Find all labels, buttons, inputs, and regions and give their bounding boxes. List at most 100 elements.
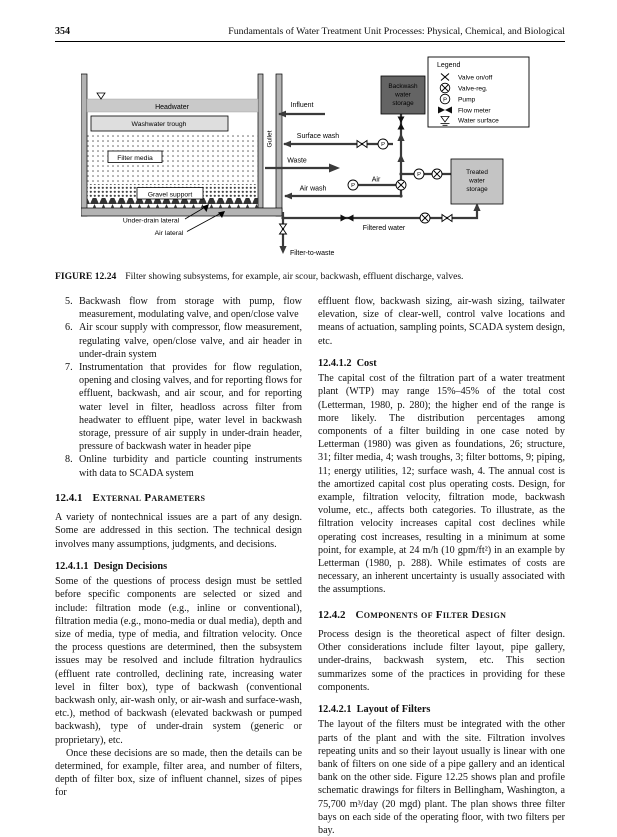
subsection-heading-12-4-2-1: 12.4.2.1 Layout of Filters [318,703,431,715]
label-filter-to-waste: Filter-to-waste [290,250,334,257]
legend-title: Legend [437,62,460,69]
label-washwater-trough: Washwater trough [132,121,187,128]
water-surface-icon [96,92,106,100]
svg-text:P: P [381,142,385,148]
backwash-storage-line-2: water [394,92,411,99]
label-surface-wash: Surface wash [297,133,340,140]
label-influent: Influent [291,102,314,109]
paragraph: The layout of the filters must be integr… [318,719,565,836]
label-gullet: Gullet [267,130,274,147]
page-number: 354 [55,26,70,37]
label-filter-media: Filter media [117,155,153,162]
list-item-number: 7. [65,362,73,374]
treated-storage-line-2: water [468,178,485,185]
flow-meter-effluent [340,214,354,222]
paragraph: A variety of nontechnical issues are a p… [55,512,302,550]
backwash-storage-line-1: Backwash [388,83,418,90]
flow-arrows [278,110,481,254]
label-under-drain-lateral: Under-drain lateral [123,218,180,225]
section-number: 12.4.1 [55,491,83,504]
section-title: External Parameters [92,491,206,504]
list-item-text: Air scour supply with compressor, flow m… [79,322,302,360]
flow-meter-icon [438,106,452,114]
pipe-labels: Influent Surface wash Waste Air wash Air… [287,102,406,257]
legend-label-valve-reg: Valve-reg. [458,86,488,93]
right-column: effluent flow, backwash sizing, air-wash… [318,295,565,837]
svg-text:P: P [443,97,447,103]
list-item-number: 5. [65,296,73,307]
valve-reg-air [395,179,407,191]
paragraph: Once these decisions are so made, then t… [55,747,302,799]
pump-air-compressor: P [347,179,359,191]
treated-water-storage: Treated water storage [450,158,504,205]
label-filtered-water: Filtered water [363,225,406,232]
subsection-heading-12-4-1-1: 12.4.1.1 Design Decisions [55,560,168,572]
paragraph: effluent flow, backwash sizing, air-wash… [318,296,565,347]
filter-tank-interior: Headwater Washwater trough Filter media … [86,92,274,208]
valve-reg-backwash-supply [431,168,443,180]
label-headwater: Headwater [155,104,190,111]
svg-text:P: P [417,172,421,178]
list-item-text: Backwash flow from storage with pump, fl… [79,296,302,321]
treated-storage-line-3: storage [466,186,488,193]
influent-arrow [278,110,286,118]
section-heading-12-4-1: 12.4.1 External Parameters [55,491,302,505]
legend-label-valve-onoff: Valve on/off [458,75,492,82]
legend: Legend Valve on/off Valve-reg. P Pump [427,56,530,128]
backwash-storage-line-3: storage [392,100,414,107]
figure-caption-text: Filter showing subsystems, for example, … [125,271,464,282]
section-number: 12.4.2 [318,608,346,621]
section-heading-12-4-2: 12.4.2 Components of Filter Design [318,608,565,622]
label-air-wash: Air wash [300,186,327,193]
paragraph: Process design is the theoretical aspect… [318,628,565,693]
legend-label-pump: Pump [458,97,476,104]
list-item: 6. Air scour supply with compressor, flo… [65,321,302,361]
water-surface-legend-icon [440,116,450,126]
legend-label-flow-meter: Flow meter [458,108,491,115]
figure-caption-label: FIGURE 12.24 [55,271,117,282]
label-air-lateral: Air lateral [155,230,184,237]
valve-reg-effluent [419,212,431,224]
label-gravel-support: Gravel support [148,191,193,198]
flow-meter-backwash [397,116,405,130]
list-item-text: Instrumentation that provides for flow r… [79,362,302,453]
paragraph: The capital cost of the filtration part … [318,373,565,596]
list-item-number: 8. [65,454,73,466]
pipe-junctions [281,172,403,220]
list-item-text: Online turbidity and particle counting i… [79,454,302,479]
figure-12-24: Headwater Washwater trough Filter media … [55,54,565,282]
backwash-water-storage: Backwash water storage [380,75,426,115]
valve-onoff-surface-wash [356,139,368,149]
subsection-heading-12-4-1-2: 12.4.1.2 Cost [318,357,377,369]
running-head: 354 Fundamentals of Water Treatment Unit… [55,26,565,42]
valve-onoff-filter-to-waste [278,223,288,235]
effluent-up-arrow [473,203,481,211]
pump-backwash-supply: P [413,168,425,180]
filter-to-waste-arrow [279,246,287,254]
list-item-number: 6. [65,322,73,334]
paragraph: Some of the questions of process design … [55,576,302,746]
waste-arrow [329,163,340,173]
running-title: Fundamentals of Water Treatment Unit Pro… [228,26,565,37]
label-waste: Waste [287,158,307,165]
air-wash-arrow [284,192,292,200]
list-item: 5. Backwash flow from storage with pump,… [65,295,302,321]
section-title: Components of Filter Design [355,608,507,621]
numbered-list: 5. Backwash flow from storage with pump,… [55,295,302,480]
backwash-up-arrow-1 [397,133,405,141]
treated-storage-line-1: Treated [466,169,488,176]
under-drain-lateral-callout: Under-drain lateral [123,204,209,225]
list-item: 7. Instrumentation that provides for flo… [65,361,302,453]
body-columns: 5. Backwash flow from storage with pump,… [55,295,565,837]
surface-wash-arrow [283,140,291,148]
svg-text:P: P [351,183,355,189]
filter-subsystems-diagram: Headwater Washwater trough Filter media … [81,56,530,257]
effluent-pipe [281,205,479,220]
list-item: 8. Online turbidity and particle countin… [65,453,302,479]
backwash-up-arrow-2 [397,154,405,162]
left-column: 5. Backwash flow from storage with pump,… [55,295,302,837]
label-air: Air [372,177,381,184]
valve-onoff-effluent [441,213,453,223]
pump-surface-wash: P [377,138,389,150]
